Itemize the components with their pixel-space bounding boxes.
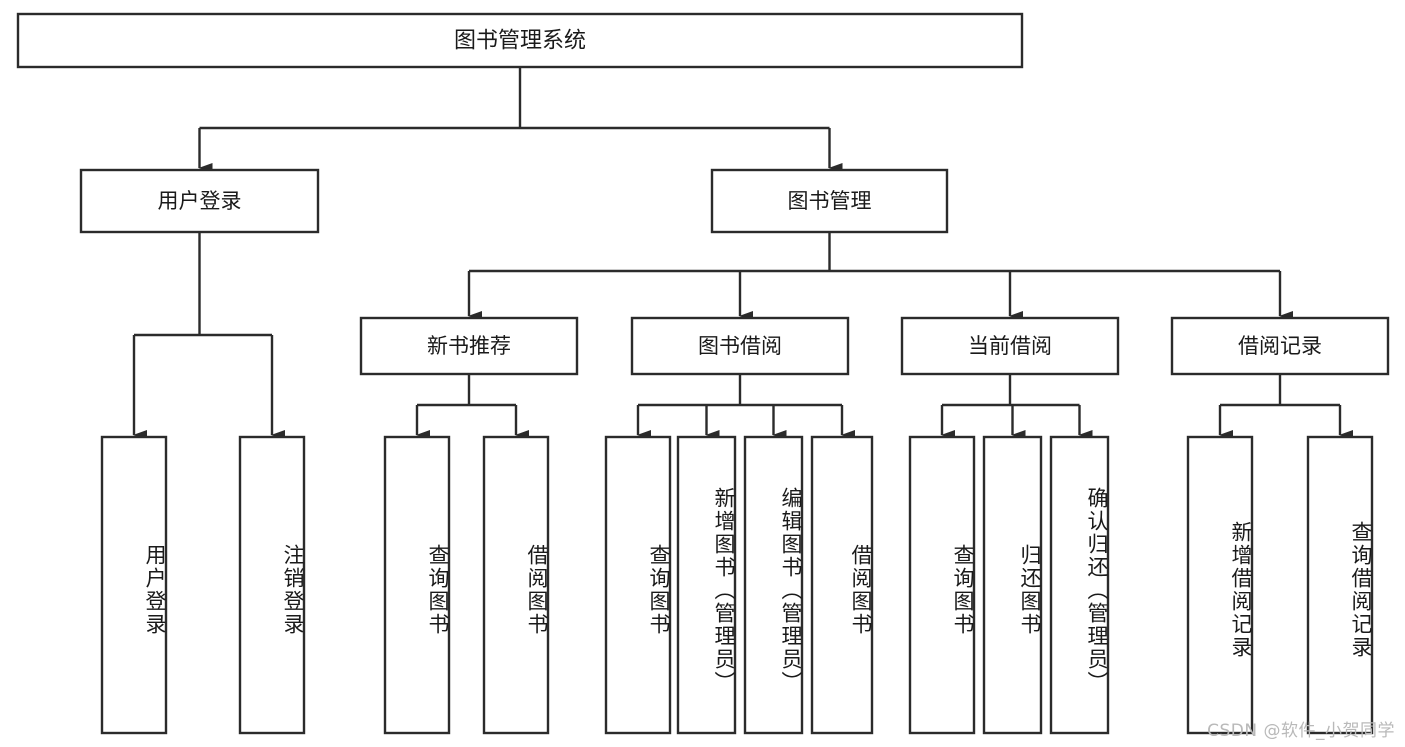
node-level3-box-1[interactable] — [630, 316, 850, 376]
node-level3-label-1: 图书借阅 — [698, 334, 782, 358]
node-level3-box-3[interactable] — [1170, 316, 1390, 376]
node-level2-box-1[interactable] — [710, 168, 949, 234]
node-level3-box-2[interactable] — [900, 316, 1120, 376]
leaf-box-9[interactable] — [982, 435, 1043, 735]
leaf-box-6[interactable] — [743, 435, 804, 735]
node-level2-label-0: 用户登录 — [158, 189, 242, 213]
leaf-box-10[interactable] — [1049, 435, 1110, 735]
leaf-box-5[interactable] — [676, 435, 737, 735]
node-root-box[interactable] — [16, 12, 1024, 69]
node-level2-box-0[interactable] — [79, 168, 320, 234]
connector-layer — [132, 67, 1353, 440]
node-box-layer — [16, 12, 1390, 735]
node-level3-label-0: 新书推荐 — [427, 334, 511, 358]
leaf-box-8[interactable] — [908, 435, 976, 735]
node-level3-box-0[interactable] — [359, 316, 579, 376]
watermark-text: CSDN @软件_小贺同学 — [1207, 721, 1395, 741]
leaf-box-7[interactable] — [810, 435, 874, 735]
leaf-box-4[interactable] — [604, 435, 672, 735]
leaf-box-11[interactable] — [1186, 435, 1254, 735]
leaf-box-0[interactable] — [100, 435, 168, 735]
node-level3-label-2: 当前借阅 — [968, 334, 1052, 358]
node-level3-label-3: 借阅记录 — [1238, 334, 1322, 358]
node-root-label: 图书管理系统 — [454, 29, 586, 54]
node-level2-label-1: 图书管理 — [788, 189, 872, 213]
leaf-box-3[interactable] — [482, 435, 550, 735]
leaf-box-1[interactable] — [238, 435, 306, 735]
leaf-box-2[interactable] — [383, 435, 451, 735]
leaf-box-12[interactable] — [1306, 435, 1374, 735]
